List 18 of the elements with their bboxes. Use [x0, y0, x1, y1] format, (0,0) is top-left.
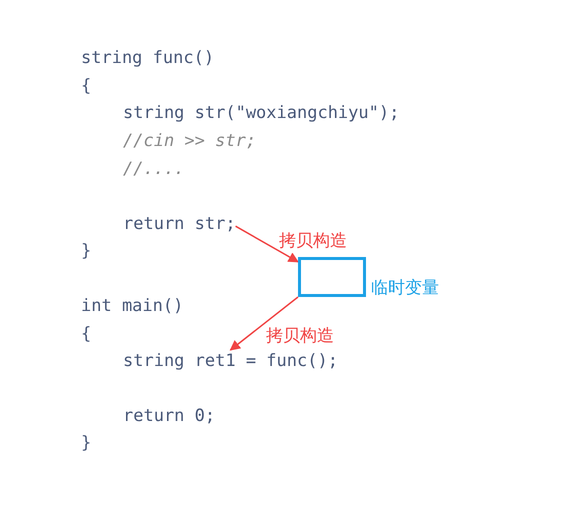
code-line: return 0; [123, 405, 216, 427]
code-line: string func() [81, 47, 214, 69]
arrow [230, 296, 298, 351]
code-line: } [81, 240, 92, 262]
edge-label: 拷贝构造 [266, 325, 334, 347]
code-comment: //cin >> str; [123, 130, 256, 152]
code-line: int main() [81, 295, 184, 317]
code-line: { [81, 323, 92, 345]
code-comment: //.... [123, 158, 184, 180]
edge-label: 拷贝构造 [279, 230, 347, 252]
temporary-box [298, 257, 366, 297]
code-line: { [81, 75, 92, 97]
annotation-text: 临时变量 [371, 277, 439, 299]
code-line: string ret1 = func(); [123, 350, 338, 372]
arrow [235, 226, 299, 262]
code-line: } [81, 432, 92, 454]
code-line: return str; [123, 213, 236, 235]
code-line: string str("woxiangchiyu"); [123, 102, 400, 124]
